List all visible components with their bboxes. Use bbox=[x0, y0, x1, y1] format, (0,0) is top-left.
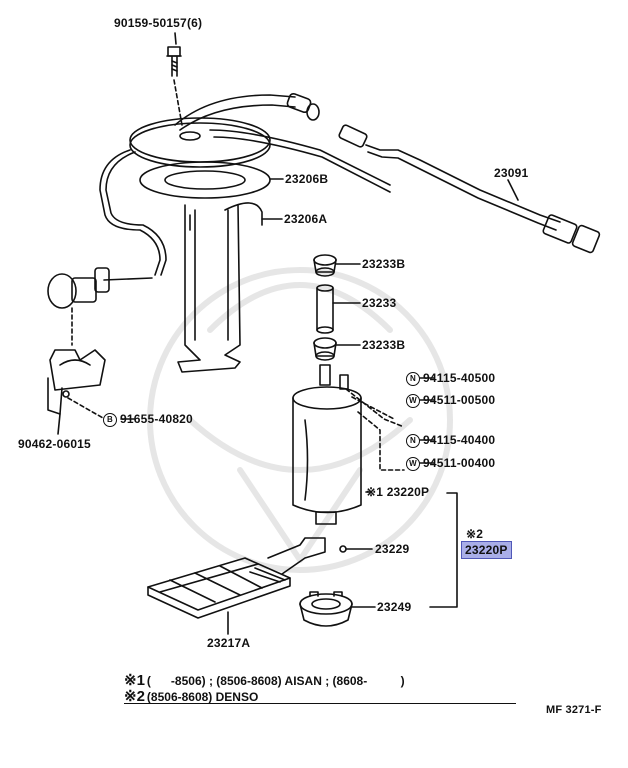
label-90462: 90462-06015 bbox=[18, 437, 91, 451]
label-pump-denso-highlighted[interactable]: 23220P bbox=[461, 541, 512, 559]
leader-23091 bbox=[507, 179, 519, 201]
label-23249: 23249 bbox=[377, 600, 412, 614]
footnote-rule bbox=[124, 703, 516, 704]
w-mark-icon: W bbox=[406, 456, 420, 471]
label-bolt: 90159-50157(6) bbox=[114, 16, 203, 30]
watermark-emblem bbox=[147, 267, 453, 573]
label-23233b-top: 23233B bbox=[362, 257, 406, 271]
label-23206b: 23206B bbox=[285, 172, 329, 186]
label-23217a: 23217A bbox=[207, 636, 251, 650]
retainer-23249 bbox=[299, 591, 353, 627]
footnote-2: ※2(8506-8608) DENSO bbox=[124, 688, 259, 705]
cushion-23233b-top bbox=[313, 254, 337, 277]
bolt-label-leader bbox=[174, 32, 177, 45]
filter-23217a bbox=[147, 557, 291, 619]
bolt-leader bbox=[173, 79, 183, 126]
clamp-90462 bbox=[47, 349, 106, 415]
footnote-1: ※1( -8506) ; (8506-8608) AISAN ; (8608- … bbox=[124, 672, 405, 689]
label-23233b-bottom: 23233B bbox=[362, 338, 406, 352]
n-mark-icon: N bbox=[406, 433, 420, 448]
b-mark-icon: B bbox=[103, 412, 117, 427]
connector-left bbox=[47, 267, 110, 309]
diagram-code: MF 3271-F bbox=[546, 704, 602, 716]
hose-23233 bbox=[316, 284, 334, 334]
leader-90462 bbox=[57, 413, 61, 435]
n-mark-icon: N bbox=[406, 371, 420, 386]
bracket-23220p bbox=[429, 492, 458, 608]
label-pump-denso-prefix: ※2 bbox=[466, 527, 484, 541]
label-23091: 23091 bbox=[494, 166, 529, 180]
nut-leader-1 bbox=[345, 388, 405, 428]
fuel-line-23091 bbox=[338, 124, 601, 254]
nut-leader-2 bbox=[357, 411, 405, 471]
label-23206a: 23206A bbox=[284, 212, 328, 226]
bolt-part bbox=[166, 46, 182, 77]
label-pump-aisan: ※1 23220P bbox=[366, 485, 430, 499]
label-23229: 23229 bbox=[375, 542, 410, 556]
gasket-23206b bbox=[139, 161, 271, 199]
cushion-23233b-bottom bbox=[313, 337, 337, 361]
fuel-pump-body bbox=[292, 364, 362, 525]
bracket-23206a bbox=[177, 202, 263, 373]
label-23233: 23233 bbox=[362, 296, 397, 310]
w-mark-icon: W bbox=[406, 393, 420, 408]
